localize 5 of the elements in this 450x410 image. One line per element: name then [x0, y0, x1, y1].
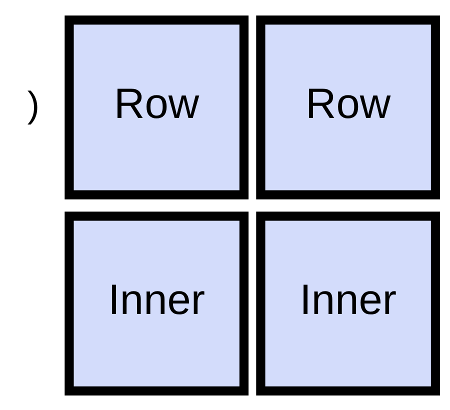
node-box: Row: [64, 15, 249, 199]
node-box: Inner: [256, 211, 440, 395]
node-box: Row: [256, 15, 440, 199]
node-box: Inner: [64, 211, 249, 395]
label: ): [27, 83, 40, 124]
